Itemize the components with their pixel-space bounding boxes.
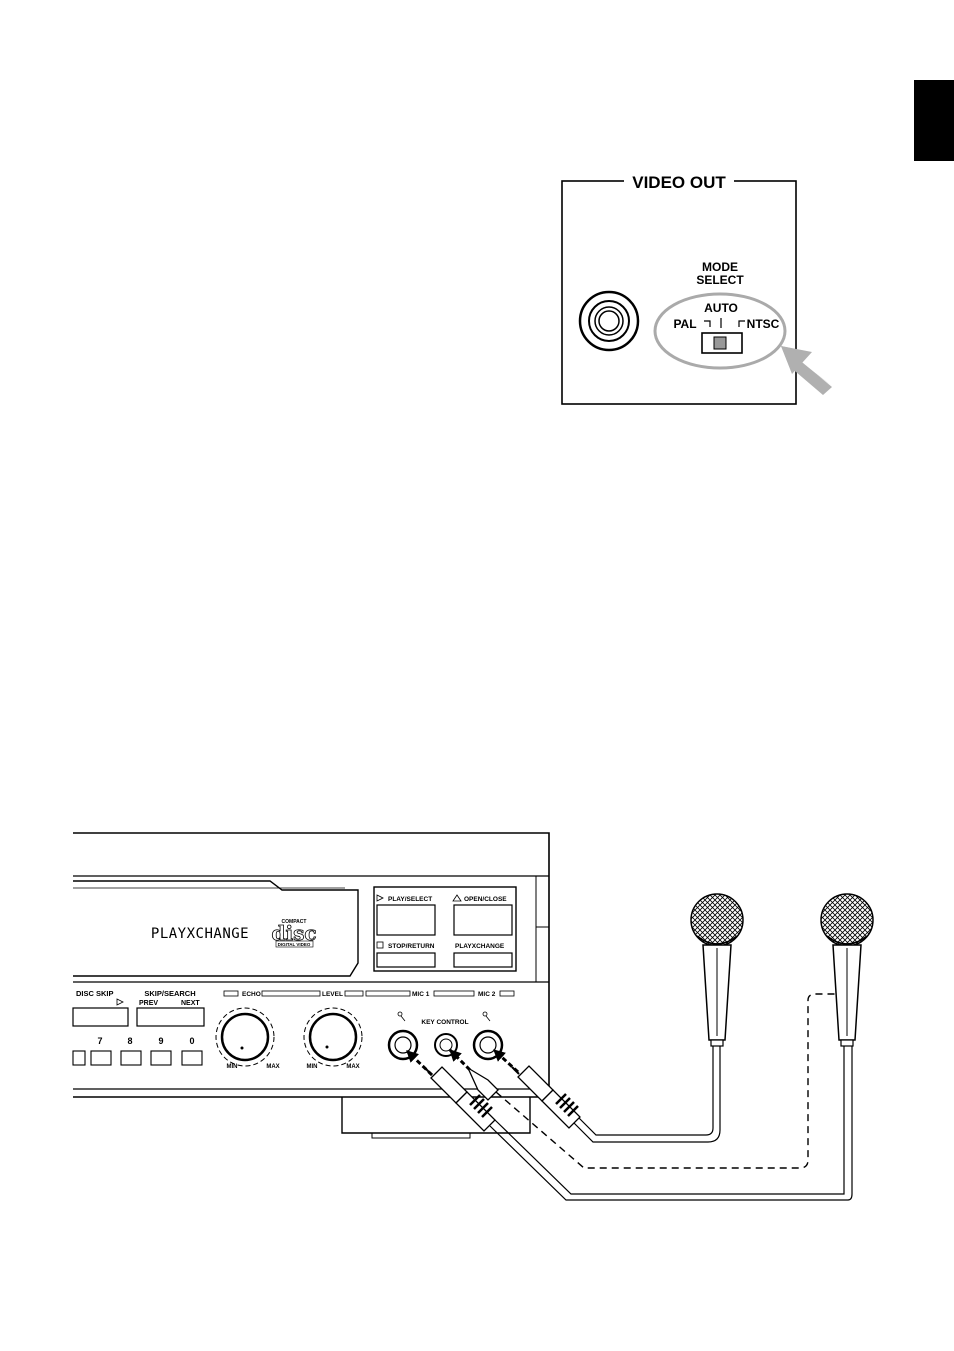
- mic1-indicator-icon: [397, 1011, 406, 1022]
- mic2-indicator-icon: [482, 1011, 491, 1022]
- key-control-knob[interactable]: [434, 1033, 458, 1057]
- number-key-6[interactable]: [72, 1050, 86, 1066]
- ntsc-label: NTSC: [747, 317, 780, 331]
- prev-label: PREV: [139, 1000, 158, 1007]
- eject-icon: [452, 894, 462, 902]
- svg-text:COMPACT: COMPACT: [282, 919, 307, 925]
- stop-icon: [376, 941, 384, 949]
- key-9-label: 9: [158, 1036, 163, 1046]
- key-7-label: 7: [97, 1036, 102, 1046]
- key-control-plug: [466, 1066, 499, 1101]
- level-min-label: MIN: [307, 1064, 318, 1070]
- video-out-title: VIDEO OUT: [632, 173, 726, 192]
- mode-select-label-line1: MODE: [702, 260, 738, 274]
- echo-label: ECHO: [242, 991, 261, 998]
- playxchange-button[interactable]: [453, 952, 513, 968]
- open-close-label: OPEN/CLOSE: [464, 896, 507, 903]
- disc-skip-arrow-icon: [116, 998, 124, 1006]
- play-select-label: PLAY/SELECT: [388, 896, 432, 903]
- number-key-0[interactable]: [181, 1050, 203, 1066]
- mic2-plug: [511, 1065, 581, 1129]
- page-edge-tab: [914, 80, 954, 161]
- play-icon: [376, 894, 384, 902]
- open-close-button[interactable]: [453, 904, 513, 936]
- mode-select-switch[interactable]: [701, 332, 743, 354]
- level-label: LEVEL: [322, 991, 343, 998]
- key-control-label: KEY CONTROL: [421, 1019, 468, 1026]
- stop-return-label: STOP/RETURN: [388, 943, 435, 950]
- microphone-2-icon: [820, 893, 874, 1047]
- key-8-label: 8: [127, 1036, 132, 1046]
- compact-disc-logo: COMPACT disc DIGITAL VIDEO: [271, 919, 317, 948]
- number-key-7[interactable]: [90, 1050, 112, 1066]
- mic-cables: [489, 993, 853, 1201]
- video-out-panel: VIDEO OUT MODE SELECT AUTO PAL NTSC: [561, 172, 832, 405]
- mode-select-highlight: [653, 292, 787, 370]
- number-key-9[interactable]: [150, 1050, 172, 1066]
- level-knob[interactable]: [303, 1007, 363, 1067]
- next-label: NEXT: [181, 1000, 200, 1007]
- key-0-label: 0: [189, 1036, 194, 1046]
- skip-search-button[interactable]: [136, 1007, 205, 1027]
- playxchange-label: PLAYXCHANGE: [455, 943, 505, 950]
- video-output-jack[interactable]: [578, 290, 640, 352]
- number-key-8[interactable]: [120, 1050, 142, 1066]
- svg-text:DIGITAL VIDEO: DIGITAL VIDEO: [278, 942, 311, 947]
- stop-return-button[interactable]: [376, 952, 436, 968]
- playxchange-logo: PLAYXCHANGE: [151, 926, 249, 942]
- echo-knob[interactable]: [215, 1007, 275, 1067]
- disc-skip-label: DISC SKIP: [76, 989, 114, 998]
- microphone-1-icon: [690, 893, 744, 1047]
- level-max-label: MAX: [346, 1064, 359, 1070]
- skip-search-label: SKIP/SEARCH: [144, 989, 195, 998]
- echo-min-label: MIN: [227, 1064, 238, 1070]
- disc-tray[interactable]: [73, 880, 359, 977]
- insertion-arrows: [405, 1048, 520, 1077]
- switch-position-ticks: [704, 318, 745, 328]
- disc-skip-button[interactable]: [72, 1007, 129, 1027]
- play-select-button[interactable]: [376, 904, 436, 936]
- pointer-arrow-shape: [781, 346, 832, 395]
- mic1-plug: [424, 1066, 496, 1132]
- echo-max-label: MAX: [266, 1064, 279, 1070]
- pal-label: PAL: [673, 317, 696, 331]
- player-front-panel: PLAYXCHANGE COMPACT disc DIGITAL VIDEO P…: [72, 832, 550, 1139]
- mic2-label: MIC 2: [478, 991, 496, 998]
- mic1-label: MIC 1: [412, 991, 430, 998]
- mode-select-label-line2: SELECT: [696, 273, 744, 287]
- auto-label: AUTO: [704, 301, 738, 315]
